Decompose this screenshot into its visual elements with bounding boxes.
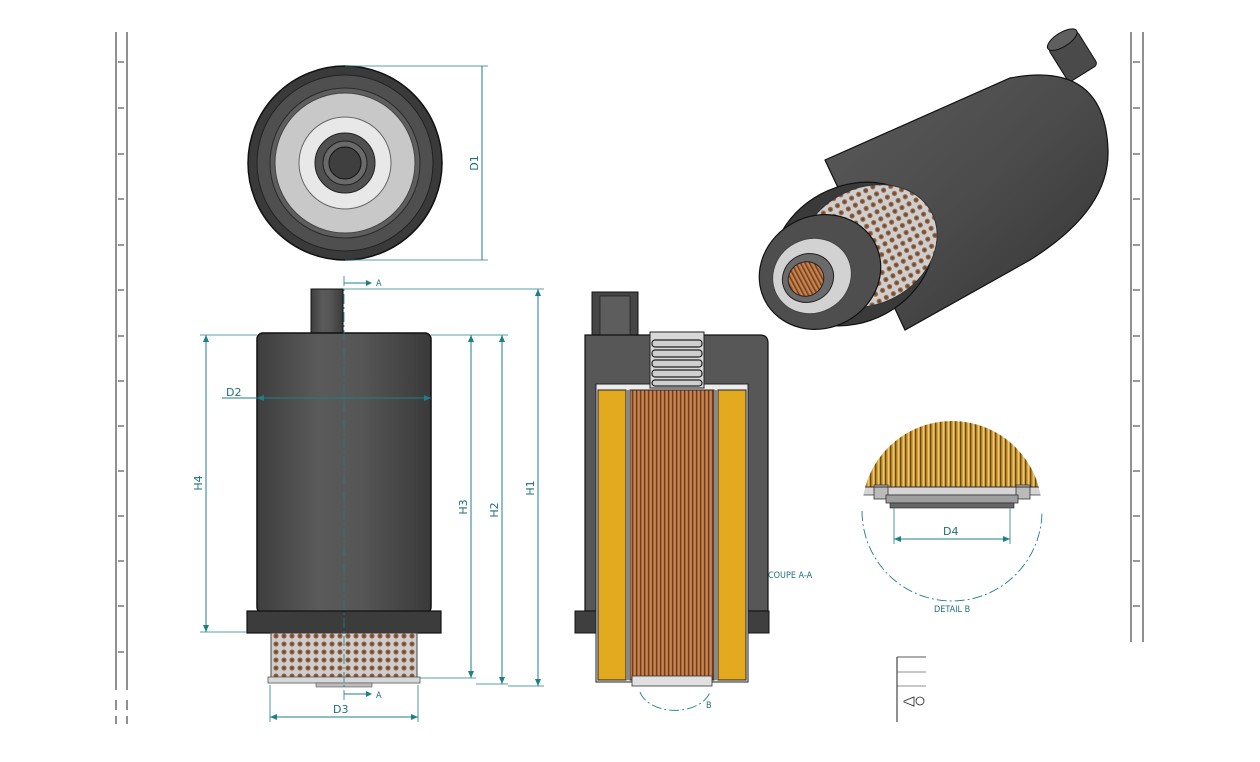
top-view [247, 65, 443, 261]
cut-mark-top: A [376, 279, 382, 289]
dimension-d1: D1 [345, 65, 488, 261]
projection-symbol-icon [903, 696, 925, 707]
label-h4: H4 [192, 475, 205, 490]
right-frame-border [1130, 32, 1144, 642]
label-d1: D1 [468, 155, 481, 170]
front-view [246, 276, 442, 700]
detail-b-view [861, 421, 1043, 602]
section-view-a-a: B COUPE A-A [574, 291, 813, 711]
section-cut-marks: A A [344, 279, 382, 701]
left-frame-border [115, 32, 128, 724]
isometric-view [758, 28, 1109, 331]
label-d3: D3 [333, 703, 348, 716]
dimension-h2: H2 [476, 334, 508, 685]
detail-label: DETAIL B [934, 605, 970, 615]
label-h2: H2 [488, 502, 501, 517]
label-h3: H3 [457, 499, 470, 514]
detail-callout: B [706, 701, 712, 711]
label-d4: D4 [943, 525, 958, 538]
dimension-h3: H3 [420, 334, 476, 679]
label-h1: H1 [524, 480, 537, 495]
title-block [896, 656, 926, 722]
dimension-h4: H4 [192, 334, 257, 633]
spring [651, 339, 703, 387]
section-label: COUPE A-A [768, 571, 813, 581]
cut-mark-bottom: A [376, 691, 382, 701]
label-d2: D2 [226, 386, 241, 399]
dimension-h1: H1 [343, 288, 544, 687]
dimension-d2: D2 [222, 386, 431, 401]
dimension-d4: D4 [893, 508, 1011, 544]
dimension-d3: D3 [269, 685, 419, 722]
